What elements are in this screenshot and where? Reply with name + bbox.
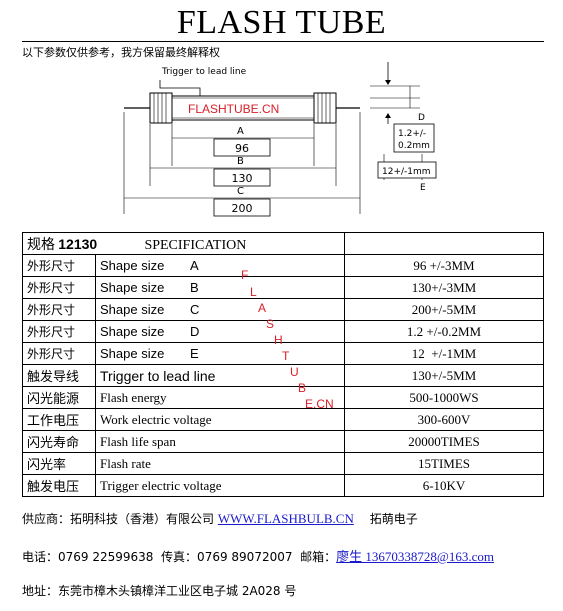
trigger-label: Trigger to lead line	[161, 67, 247, 77]
contact-prefix: 电话：0769 22599638 传真：0769 89072007 邮箱：	[22, 550, 337, 564]
dim-a-letter: A	[237, 126, 244, 137]
watermark-letter: E.CN	[305, 397, 334, 411]
spec-model: 12130	[58, 235, 98, 252]
tube-dimension-diagram: Trigger to lead line FLASHTUBE.CN A 96 B…	[123, 62, 437, 217]
supplier-suffix: 拓萌电子	[369, 512, 418, 526]
row-value: 130+/-5MM	[344, 364, 544, 387]
tube-watermark: FLASHTUBE.CN	[188, 102, 279, 116]
row-cn: 触发导线	[22, 364, 96, 387]
row-en: Trigger to lead line	[95, 364, 345, 387]
row-en: Shape size	[95, 276, 186, 299]
watermark-letter: S	[266, 317, 275, 331]
dim-d-letter: D	[418, 113, 425, 123]
row-value: 500-1000WS	[344, 386, 544, 409]
row-cn: 触发电压	[22, 474, 96, 497]
row-value: 300-600V	[344, 408, 544, 431]
row-cn: 闪光寿命	[22, 430, 96, 453]
disclaimer-note: 以下参数仅供参考，我方保留最终解释权	[22, 46, 220, 59]
row-en: Shape size	[95, 342, 186, 365]
row-cn: 外形尺寸	[22, 276, 96, 299]
spec-header-en: SPECIFICATION	[144, 237, 247, 253]
row-value: 200+/-5MM	[344, 298, 544, 321]
dim-c-letter: C	[237, 186, 244, 197]
table-row: 外形尺寸 Shape size B 130+/-3MM	[22, 276, 544, 299]
row-en: Shape size	[95, 298, 186, 321]
left-electrode	[149, 92, 173, 124]
row-cn: 外形尺寸	[22, 320, 96, 343]
dim-c-value: 200	[232, 202, 253, 215]
dim-b-value: 130	[232, 172, 253, 185]
table-row: 闪光寿命 Flash life span 20000TIMES	[22, 430, 544, 453]
supplier-line: 供应商：拓明科技（香港）有限公司 WWW.FLASHBULB.CN 拓萌电子	[22, 510, 418, 527]
row-value: 130+/-3MM	[344, 276, 544, 299]
table-row: 触发导线 Trigger to lead line 130+/-5MM	[22, 364, 544, 387]
row-en: Shape size	[95, 320, 186, 343]
page-title: FLASH TUBE	[176, 4, 387, 41]
contact-line: 电话：0769 22599638 传真：0769 89072007 邮箱：廖生 …	[22, 546, 494, 565]
row-value: 1.2 +/-0.2MM	[344, 320, 544, 343]
row-letter: E	[186, 342, 345, 365]
spec-header-cn: 规格	[27, 236, 55, 253]
watermark-letter: U	[290, 365, 299, 379]
table-row: 触发电压 Trigger electric voltage 6-10KV	[22, 474, 544, 497]
table-row: 工作电压 Work electric voltage 300-600V	[22, 408, 544, 431]
row-value: 96 +/-3MM	[344, 254, 544, 277]
row-value: 6-10KV	[344, 474, 544, 497]
dim-e-letter: E	[420, 183, 426, 193]
spec-header-row: 规格 12130 SPECIFICATION	[22, 232, 544, 255]
row-cn: 外形尺寸	[22, 298, 96, 321]
row-cn: 工作电压	[22, 408, 96, 431]
row-en: Shape size	[95, 254, 186, 277]
row-en: Flash energy	[95, 386, 345, 409]
watermark-letter: H	[274, 333, 283, 347]
row-en: Work electric voltage	[95, 408, 345, 431]
row-en: Trigger electric voltage	[95, 474, 345, 497]
table-row: 闪光能源 Flash energy 500-1000WS	[22, 386, 544, 409]
row-value: 20000TIMES	[344, 430, 544, 453]
table-row: 外形尺寸 Shape size C 200+/-5MM	[22, 298, 544, 321]
row-letter: B	[186, 276, 345, 299]
row-value: 12 +/-1MM	[344, 342, 544, 365]
dim-d-value-2: 0.2mm	[398, 141, 430, 151]
row-value: 15TIMES	[344, 452, 544, 475]
watermark-letter: B	[298, 381, 307, 395]
title-divider	[22, 41, 544, 42]
right-electrode	[313, 92, 337, 124]
row-cn: 闪光率	[22, 452, 96, 475]
dim-a-value: 96	[235, 142, 249, 155]
table-row: 闪光率 Flash rate 15TIMES	[22, 452, 544, 475]
watermark-letter: A	[258, 301, 267, 315]
supplier-prefix: 供应商：拓明科技（香港）有限公司	[22, 512, 215, 526]
address-line: 地址：东莞市樟木头镇樟洋工业区电子城 2A028 号	[22, 584, 297, 598]
row-en: Flash life span	[95, 430, 345, 453]
dim-d-value-1: 1.2+/-	[398, 129, 426, 139]
table-row: 外形尺寸 Shape size D 1.2 +/-0.2MM	[22, 320, 544, 343]
supplier-website-link[interactable]: WWW.FLASHBULB.CN	[217, 511, 354, 526]
table-row: 外形尺寸 Shape size E 12 +/-1MM	[22, 342, 544, 365]
row-cn: 闪光能源	[22, 386, 96, 409]
dim-b-letter: B	[237, 156, 244, 167]
row-cn: 外形尺寸	[22, 342, 96, 365]
contact-email-link[interactable]: 廖生 13670338728@163.com	[336, 549, 494, 564]
specification-table: 规格 12130 SPECIFICATION 外形尺寸 Shape size A…	[22, 232, 544, 497]
row-en: Flash rate	[95, 452, 345, 475]
watermark-letter: L	[250, 285, 257, 299]
row-cn: 外形尺寸	[22, 254, 96, 277]
row-letter: A	[186, 254, 345, 277]
watermark-letter: T	[282, 349, 290, 363]
table-row: 外形尺寸 Shape size A 96 +/-3MM	[22, 254, 544, 277]
dim-e-value: 12+/-1mm	[382, 167, 431, 177]
watermark-letter: F	[241, 268, 249, 282]
trigger-leader	[159, 80, 201, 98]
